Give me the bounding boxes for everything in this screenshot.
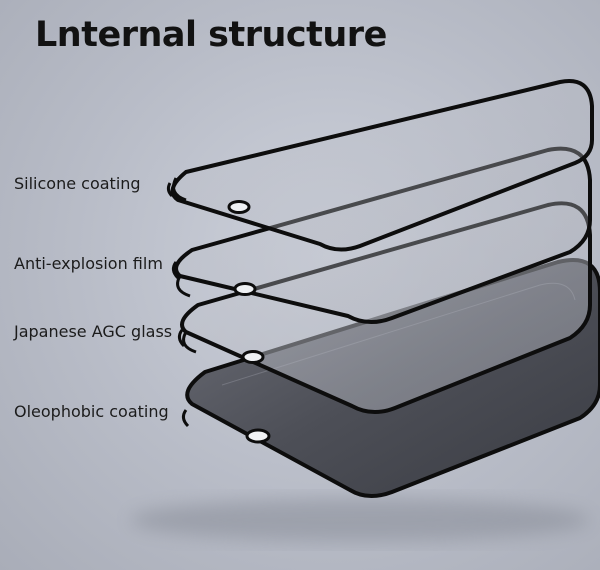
stack-shadow — [130, 498, 590, 542]
layer-silicone-coating — [170, 79, 594, 252]
connector-japanese-agc-glass — [177, 329, 186, 348]
camera-hole-icon — [245, 428, 271, 444]
camera-hole-icon — [233, 282, 257, 296]
connector-oleophobic-coating — [181, 409, 190, 428]
layer-label-oleophobic-coating: Oleophobic coating — [14, 402, 169, 421]
camera-hole-icon — [227, 200, 251, 214]
camera-hole-icon — [241, 350, 265, 364]
page-title: Lnternal structure — [35, 15, 387, 55]
connector-silicone-coating — [166, 182, 174, 198]
connector-anti-explosion-film — [171, 261, 180, 280]
layer-label-japanese-agc-glass: Japanese AGC glass — [14, 322, 173, 341]
layer-label-anti-explosion-film: Anti-explosion film — [14, 254, 163, 273]
layer-label-silicone-coating: Silicone coating — [14, 174, 141, 193]
label-connectors — [166, 182, 190, 428]
